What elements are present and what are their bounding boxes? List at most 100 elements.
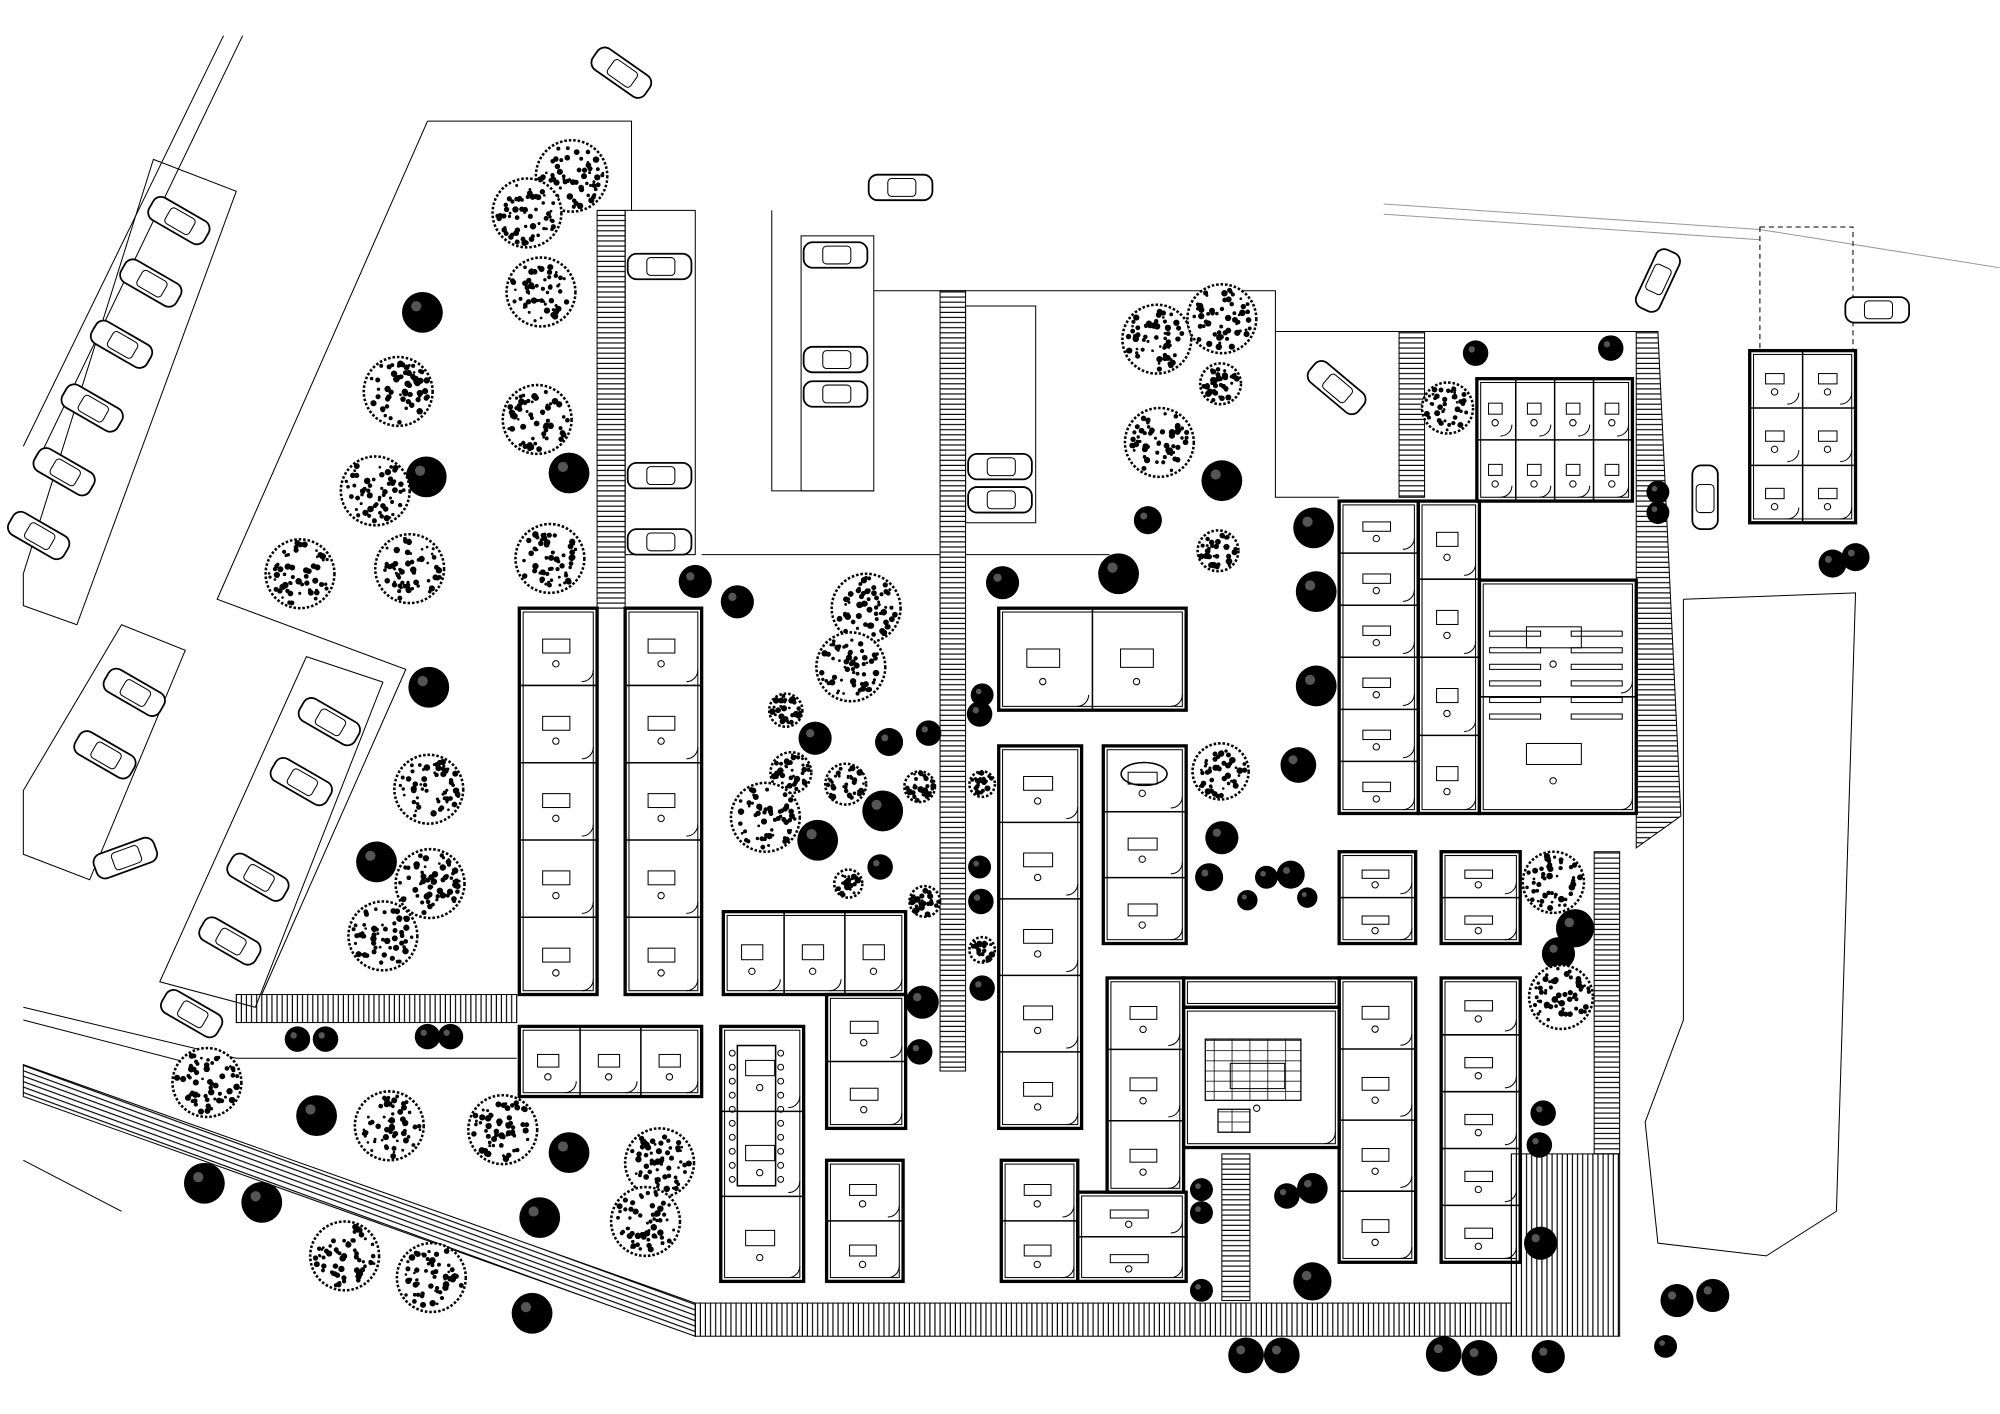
- foliage-dot: [826, 783, 831, 788]
- foliage-dot: [1154, 335, 1159, 340]
- foliage-dot: [298, 592, 301, 595]
- chair: [729, 1120, 735, 1126]
- foliage-dot: [547, 583, 552, 588]
- foliage-dot: [839, 767, 843, 771]
- foliage-dot: [1159, 345, 1162, 348]
- foliage-dot: [911, 790, 916, 795]
- building: [1418, 501, 1479, 813]
- foliage-dot: [871, 590, 877, 596]
- tree-highlight: [1302, 892, 1307, 897]
- foliage-dot: [545, 572, 549, 576]
- foliage-dot: [765, 788, 769, 792]
- foliage-dot: [1154, 319, 1158, 323]
- foliage-dot: [776, 816, 781, 821]
- desk: [1566, 464, 1580, 475]
- foliage-dot: [1207, 769, 1212, 774]
- foliage-dot: [559, 158, 563, 162]
- foliage-dot: [546, 419, 550, 423]
- foliage-dot: [667, 1203, 670, 1206]
- foliage-dot: [1130, 437, 1135, 442]
- foliage-dot: [1567, 1011, 1573, 1017]
- door-swing: [565, 1081, 576, 1092]
- foliage-dot: [543, 423, 549, 429]
- foliage-dot: [370, 377, 373, 380]
- foliage-dot: [398, 481, 404, 487]
- foliage-dot: [425, 394, 430, 399]
- foliage-dot: [879, 612, 882, 615]
- foliage-dot: [842, 785, 845, 788]
- foliage-dot: [566, 146, 570, 150]
- door-swing: [1066, 1037, 1077, 1048]
- foliage-dot: [1539, 990, 1544, 995]
- chair: [1139, 790, 1145, 796]
- foliage-dot: [376, 932, 379, 935]
- tree-canopy: [1530, 1100, 1556, 1126]
- car: [588, 44, 655, 101]
- foliage-dot: [631, 1240, 634, 1243]
- foliage-dot: [533, 395, 539, 401]
- foliage-dot: [392, 468, 397, 473]
- desk: [1527, 464, 1541, 475]
- foliage-dot: [198, 1109, 204, 1115]
- foliage-dot: [774, 775, 778, 779]
- foliage-dot: [849, 795, 853, 799]
- car: [804, 242, 868, 268]
- tree-highlight: [1659, 1340, 1665, 1346]
- foliage-dot: [1219, 325, 1223, 329]
- tree-highlight: [1539, 1348, 1547, 1356]
- foliage-dot: [925, 784, 929, 788]
- desk: [1526, 627, 1581, 648]
- foliage-dot: [778, 713, 784, 719]
- foliage-dot: [564, 155, 570, 161]
- chair: [1531, 481, 1537, 487]
- door-swing: [1505, 928, 1516, 939]
- foliage-dot: [635, 1172, 638, 1175]
- foliage-dot: [1154, 437, 1157, 440]
- tree-canopy: [1296, 571, 1337, 612]
- desk: [648, 794, 675, 808]
- tree-canopy: [1696, 1279, 1729, 1312]
- foliage-dot: [1200, 769, 1203, 772]
- foliage-dot: [847, 776, 850, 779]
- exterior-wall: [519, 1026, 701, 1096]
- tree-highlight: [873, 860, 879, 866]
- chair: [859, 1261, 865, 1267]
- foliage-dot: [984, 779, 988, 783]
- tree: [904, 771, 936, 803]
- foliage-dot: [594, 174, 600, 180]
- foliage-dot: [1198, 307, 1204, 313]
- foliage-dot: [1225, 337, 1229, 341]
- foliage-dot: [982, 959, 985, 962]
- chair: [859, 1201, 865, 1207]
- tree: [1646, 501, 1669, 524]
- foliage-dot: [985, 956, 988, 959]
- chair: [1034, 1027, 1040, 1033]
- foliage-dot: [654, 1210, 660, 1216]
- foliage-dot: [1205, 788, 1211, 794]
- foliage-dot: [1174, 414, 1179, 419]
- interior-wall: [523, 612, 593, 991]
- tree-highlight: [1825, 556, 1832, 563]
- foliage-dot: [919, 893, 924, 898]
- foliage-dot: [544, 583, 547, 586]
- tree-canopy: [1293, 1262, 1331, 1300]
- foliage-dot: [400, 362, 405, 367]
- foliage-dot: [856, 672, 860, 676]
- foliage-dot: [513, 230, 519, 236]
- door-swing: [686, 825, 697, 836]
- door-swing: [1168, 1105, 1179, 1116]
- foliage-dot: [403, 1137, 409, 1143]
- foliage-dot: [1198, 313, 1204, 319]
- tree: [1523, 852, 1584, 913]
- foliage-dot: [787, 829, 790, 832]
- foliage-dot: [418, 853, 423, 858]
- foliage-dot: [357, 1270, 364, 1277]
- foliage-dot: [415, 397, 420, 402]
- foliage-dot: [1461, 392, 1466, 397]
- foliage-dot: [412, 1299, 417, 1304]
- foliage-dot: [867, 607, 873, 613]
- foliage-dot: [455, 889, 460, 894]
- tree-highlight: [1280, 1189, 1286, 1195]
- foliage-dot: [520, 424, 526, 430]
- foliage-dot: [402, 787, 405, 790]
